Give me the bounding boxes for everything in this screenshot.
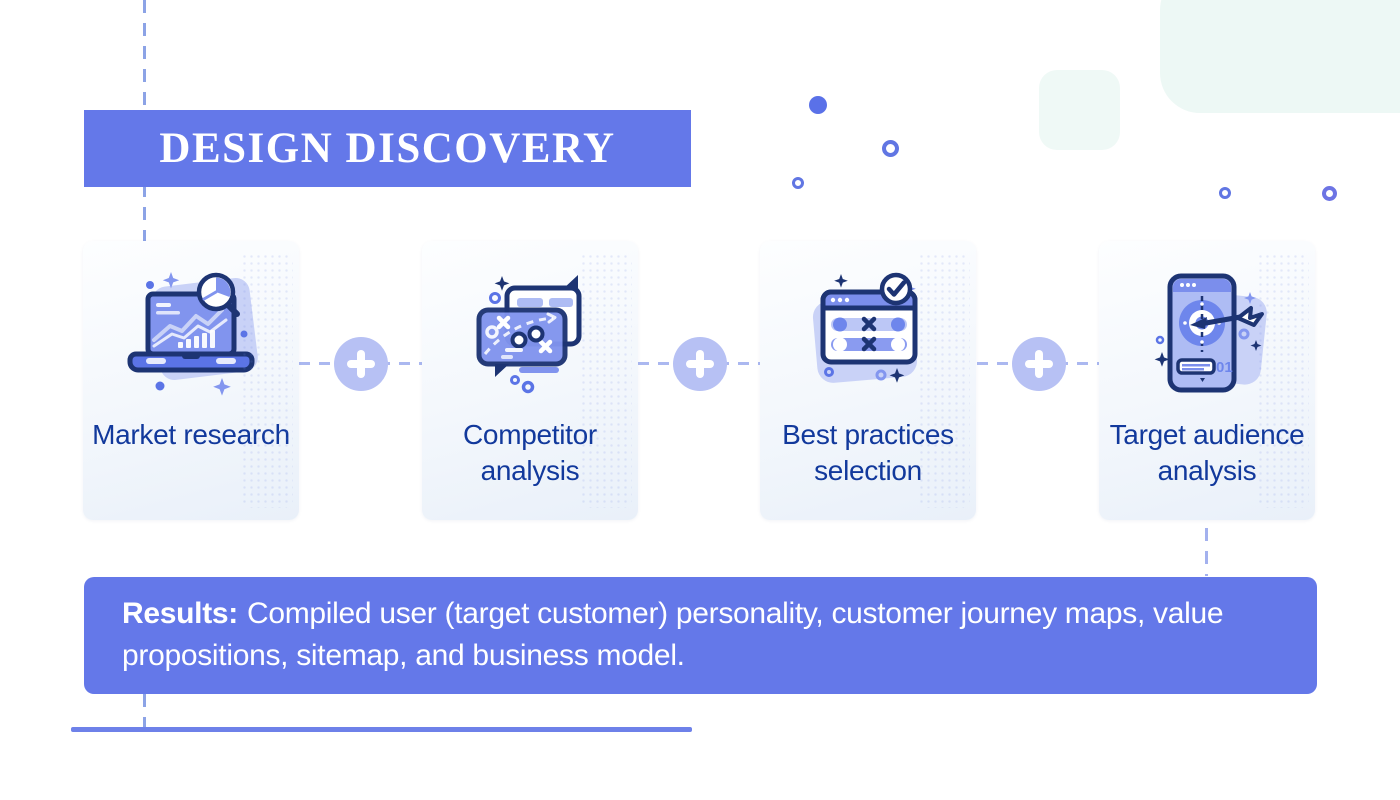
target-audience-icon: 01 [1154,273,1267,393]
step-label: Competitor analysis [463,419,597,486]
step-label: Market research [92,419,290,450]
step-card-best-practices: Best practices selection [760,241,976,520]
dot-decoration [809,96,827,114]
plus-icon [347,350,375,378]
corner-mint-shape [1160,0,1400,113]
ring-decoration [1322,186,1337,201]
step-label: Target audience analysis [1109,419,1305,486]
bottom-accent-line [71,727,692,732]
ring-decoration [882,140,899,157]
step-card-target-audience: 01 Target audience analysis [1099,241,1315,520]
plus-connector [1012,337,1066,391]
plus-connector [334,337,388,391]
step-card-competitor-analysis: Competitor analysis [422,241,638,520]
plus-icon [686,350,714,378]
title-banner: DESIGN DISCOVERY [84,110,691,187]
ring-decoration [1219,187,1231,199]
plus-connector [673,337,727,391]
results-banner: Results:Compiled user (target customer) … [84,577,1317,694]
step-card-market-research: Market research [83,241,299,520]
ring-decoration [792,177,804,189]
dashed-line-vertical-right [1205,528,1208,576]
best-practices-icon [812,272,918,383]
icon-text-01: 01 [1216,359,1233,376]
results-text: Compiled user (target customer) personal… [122,597,1224,672]
step-label: Best practices selection [782,419,954,486]
results-prefix: Results: [122,597,238,630]
page-title: DESIGN DISCOVERY [159,125,616,172]
mint-square-shape [1039,70,1120,150]
competitor-analysis-icon [476,275,582,394]
plus-icon [1025,350,1053,378]
market-research-icon [127,272,258,396]
dashed-line-vertical-left-bottom [143,694,146,730]
